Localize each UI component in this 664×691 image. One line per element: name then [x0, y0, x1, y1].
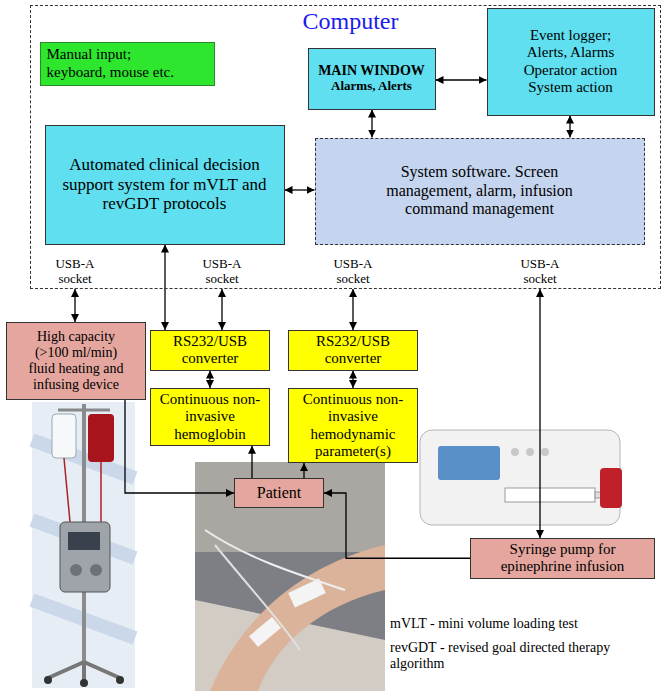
box-text: High capacity (>100 ml/min) fluid heatin…: [22, 329, 130, 393]
abbreviation-note: mVLT - mini volume loading test: [390, 616, 660, 632]
sensor-box: Continuous non-invasive hemodynamic para…: [288, 388, 418, 463]
box-text: RS232/USB converter: [297, 333, 409, 368]
connector-arrow: [352, 371, 353, 389]
syringe-pump-photo: [420, 430, 622, 525]
box-text: Automated clinical decision support syst…: [54, 155, 276, 214]
box-text: Manual input; keyboard, mouse etc.: [47, 46, 189, 81]
software-box: System software. Screen management, alar…: [315, 138, 645, 245]
pump-box: Syringe pump for epinephrine infusion: [470, 538, 655, 579]
connector-arrow: [221, 289, 222, 330]
patient-box: Patient: [234, 478, 324, 508]
patient-photo: [195, 462, 385, 691]
sensor-box: Continuous non-invasive hemoglobin: [150, 388, 270, 446]
box-text: Alarms, Alerts: [331, 79, 412, 94]
socket-label: USB-A socket: [516, 257, 564, 287]
connector-arrow: [74, 289, 75, 322]
window-box: MAIN WINDOWAlarms, Alerts: [308, 48, 436, 110]
connector-arrow: [569, 116, 570, 138]
input-box: Manual input; keyboard, mouse etc.: [40, 42, 215, 86]
box-text: System software. Screen management, alar…: [377, 163, 582, 218]
box-text: Event logger; Alerts, Alarms Operator ac…: [514, 27, 628, 96]
box-text: Continuous non-invasive hemoglobin: [155, 391, 265, 443]
connector-arrow: [324, 493, 470, 558]
abbreviation-note: revGDT - revised goal directed therapy a…: [390, 640, 645, 672]
converter-box: RS232/USB converter: [150, 330, 270, 371]
connector-arrow: [436, 79, 487, 80]
connector-arrow: [285, 189, 315, 190]
connector-arrow: [371, 110, 372, 138]
decision-support-box: Automated clinical decision support syst…: [45, 125, 285, 245]
socket-label: USB-A socket: [51, 257, 99, 287]
connector-arrow: [251, 446, 252, 478]
converter-box: RS232/USB converter: [288, 330, 418, 371]
connector-arrow: [164, 245, 165, 331]
connector-arrow: [352, 289, 353, 330]
connector-arrow: [539, 289, 540, 538]
logger-box: Event logger; Alerts, Alarms Operator ac…: [487, 8, 655, 116]
device-box: High capacity (>100 ml/min) fluid heatin…: [6, 322, 146, 400]
connector-arrow: [209, 371, 210, 389]
socket-label: USB-A socket: [329, 257, 377, 287]
box-text: RS232/USB converter: [155, 333, 265, 368]
infusion-device-photo: [32, 402, 135, 688]
box-text: MAIN WINDOW: [318, 63, 425, 79]
computer-boundary: ComputerManual input; keyboard, mouse et…: [30, 5, 661, 289]
socket-label: USB-A socket: [198, 257, 246, 287]
connector-arrow: [303, 463, 304, 478]
box-text: Patient: [257, 484, 301, 502]
box-text: Syringe pump for epinephrine infusion: [474, 541, 651, 576]
box-text: Continuous non-invasive hemodynamic para…: [293, 391, 413, 460]
